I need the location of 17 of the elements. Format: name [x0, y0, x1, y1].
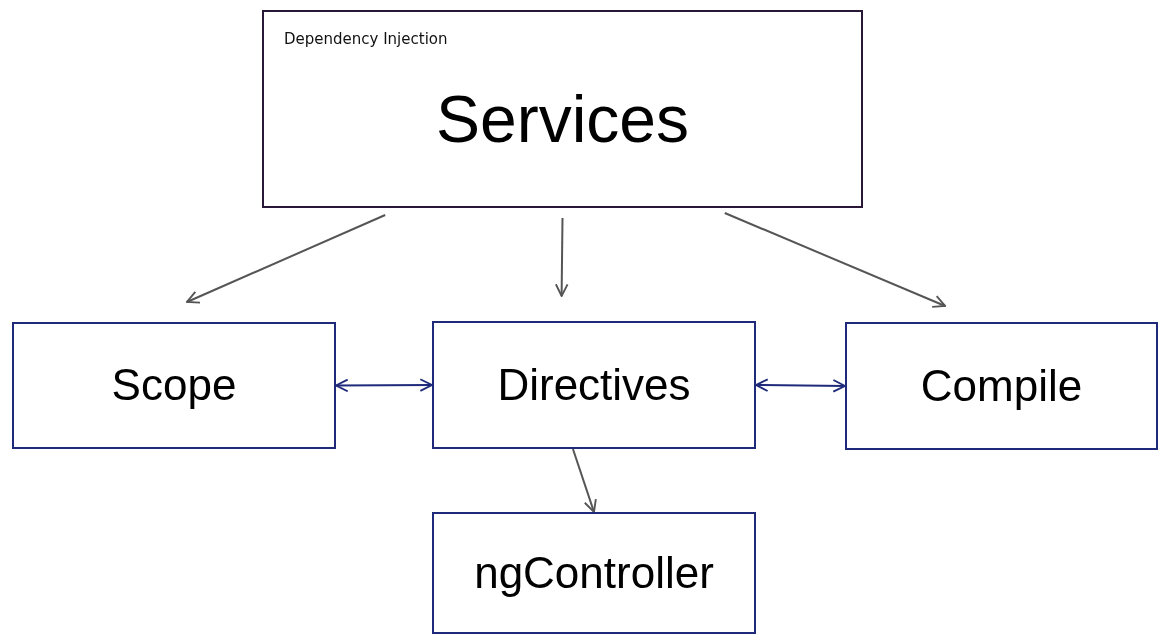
process-box: [845, 322, 1158, 450]
process-box: [432, 512, 756, 634]
box-label: Scope: [111, 361, 237, 410]
process-box: [262, 10, 863, 208]
arrow: [571, 448, 597, 513]
process-box: [12, 322, 336, 449]
box-title: Services: [435, 82, 690, 156]
arrow: [755, 378, 846, 393]
process-box: [432, 321, 756, 449]
arrow: [185, 214, 387, 304]
arrow: [335, 378, 433, 393]
arrow: [554, 217, 569, 297]
box-label: Directives: [497, 360, 691, 410]
box-label: Compile: [920, 361, 1083, 411]
box-label: ngController: [474, 548, 714, 598]
arrow: [723, 212, 947, 308]
box-subtitle: Dependency Injection: [284, 30, 448, 48]
